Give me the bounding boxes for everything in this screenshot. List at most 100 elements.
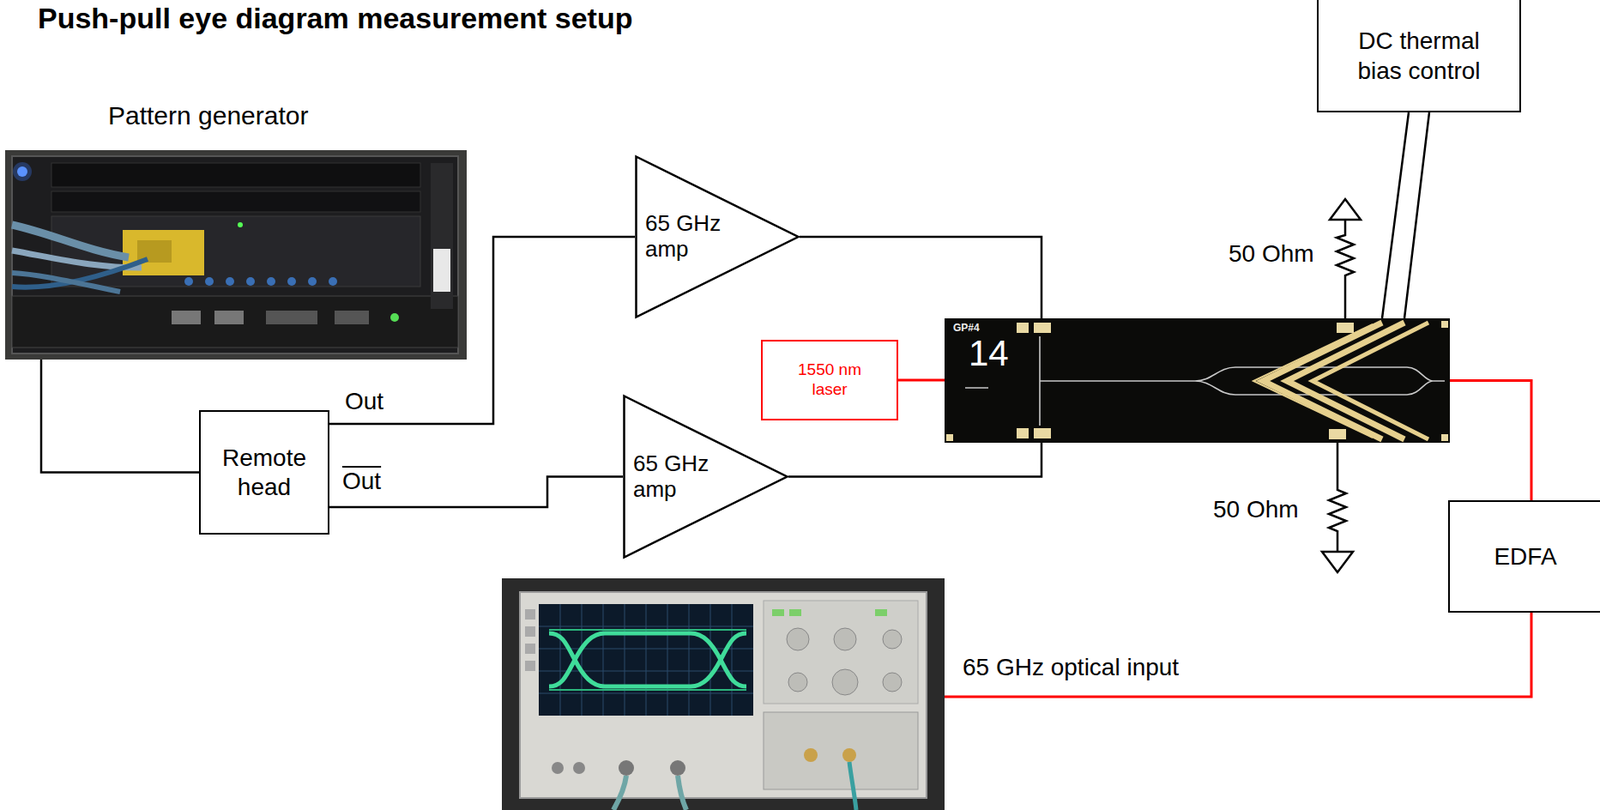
oscilloscope-photo [501,578,945,810]
node-label: EDFA [1493,543,1557,571]
modulator-chip-photo [1016,322,1029,333]
modulator-chip-photo [944,318,1450,443]
modulator-chip-photo [1328,428,1347,440]
bias-control-box: DC thermal bias control [1316,0,1522,113]
pattern-generator-photo [237,222,243,228]
oscilloscope-photo [525,643,536,654]
modulator-chip-photo [1441,320,1449,328]
modulator-chip-photo [946,434,954,441]
oscilloscope-photo [519,591,927,798]
node-label: GP#4 [953,322,1005,334]
pattern-generator-photo [266,277,276,286]
edfa-box: EDFA [1448,500,1600,613]
pattern-generator: Pattern generator [5,101,467,360]
oscilloscope-photo [525,609,536,620]
pattern-generator-photo [433,248,451,292]
oscilloscope-photo [551,761,564,774]
resistor-value: 50 Ohm [1228,240,1315,268]
signal-wire [1382,112,1430,319]
optical-fiber [944,612,1532,697]
pattern-generator-photo [205,277,214,286]
signal-wire [329,236,635,424]
modulator-chip-photo [1286,322,1405,440]
oscilloscope-photo [789,609,802,616]
oscilloscope-photo [763,600,918,704]
oscilloscope-photo [538,603,754,716]
pattern-generator-photo [214,310,244,325]
modulator-chip-photo [944,318,1450,443]
pattern-generator-photo [287,277,296,286]
oscilloscope-photo [501,578,945,810]
pattern-generator-photo [430,163,453,309]
oscilloscope-photo [882,629,902,649]
node-label: DC thermal bias control [1337,25,1501,86]
modulator-chip: GP#414 [944,318,1450,443]
pattern-generator-photo [17,166,28,177]
oscilloscope-photo [573,761,586,774]
pattern-generator-photo [334,310,369,325]
amplifier-triangle-outline [636,156,799,318]
laser-box: 1550 nm laser [760,339,899,421]
oscilloscope-photo [549,633,747,687]
oscilloscope-photo [786,627,810,651]
oscilloscope-photo [832,669,858,695]
oscilloscope-photo [525,626,536,637]
pattern-generator-photo [5,150,467,360]
oscilloscope-photo [549,629,747,690]
resistor-symbol [1328,442,1347,552]
pattern-generator-photo [5,150,467,360]
pattern-generator-photo [184,277,194,286]
ground-symbol [1329,199,1361,220]
modulator-chip-photo [1016,428,1029,439]
pattern-generator-photo [51,163,421,188]
pattern-generator-photo [246,277,255,286]
pattern-generator-photo [12,295,459,348]
amplifier-triangle: 65 GHz amp [634,155,800,319]
ground-symbol [1322,551,1353,573]
node-label: 65 GHz amp [633,451,719,503]
node-label: Pattern generator [108,101,467,132]
oscilloscope-photo [788,672,808,692]
oscilloscope-photo [772,609,785,616]
pattern-generator-photo [390,313,399,322]
signal-name: 65 GHz optical input [962,653,1179,682]
resistor-symbol [1328,219,1354,552]
pattern-generator-photo [328,277,338,286]
node-text: 14 [968,335,1021,372]
modulator-chip-photo [1441,434,1449,441]
modulator-chip-photo [1033,322,1051,333]
node-label: Remote head [209,443,320,502]
resistor-value: 50 Ohm [1213,495,1299,524]
node-label: 1550 nm laser [786,360,873,400]
modulator-chip-photo [1033,428,1051,439]
pattern-generator-photo [265,310,318,325]
oscilloscope-photo [833,627,857,651]
signal-wire [41,359,200,473]
signal-wire [799,236,1042,319]
oscilloscope-photo [849,761,857,810]
pattern-generator-photo [12,156,459,354]
oscilloscope-photo [618,760,634,776]
oscilloscope-photo [875,609,888,616]
oscilloscope-photo [538,603,754,716]
pattern-generator-photo [225,277,235,286]
oscilloscope-photo [763,712,918,790]
modulator-chip-photo [1312,322,1429,440]
oscilloscope-photo [525,660,536,671]
pattern-generator-photo [307,277,317,286]
signal-name: Out [344,387,384,416]
signal-name: Out [342,467,381,496]
pattern-generator-photo [12,250,142,268]
pattern-generator-photo [12,162,32,182]
node-label: 65 GHz amp [645,211,731,263]
modulator-chip-photo [1336,322,1354,333]
oscilloscope-photo [842,748,857,762]
resistor-symbol [1336,219,1354,319]
oscilloscope-photo [803,748,818,762]
diagram-title: Push-pull eye diagram measurement setup [37,1,633,36]
pattern-generator-photo [171,310,201,325]
signal-wire [788,442,1042,477]
oscilloscope-photo [670,760,686,776]
optical-fiber [1449,380,1532,502]
oscilloscope-photo [549,633,747,687]
